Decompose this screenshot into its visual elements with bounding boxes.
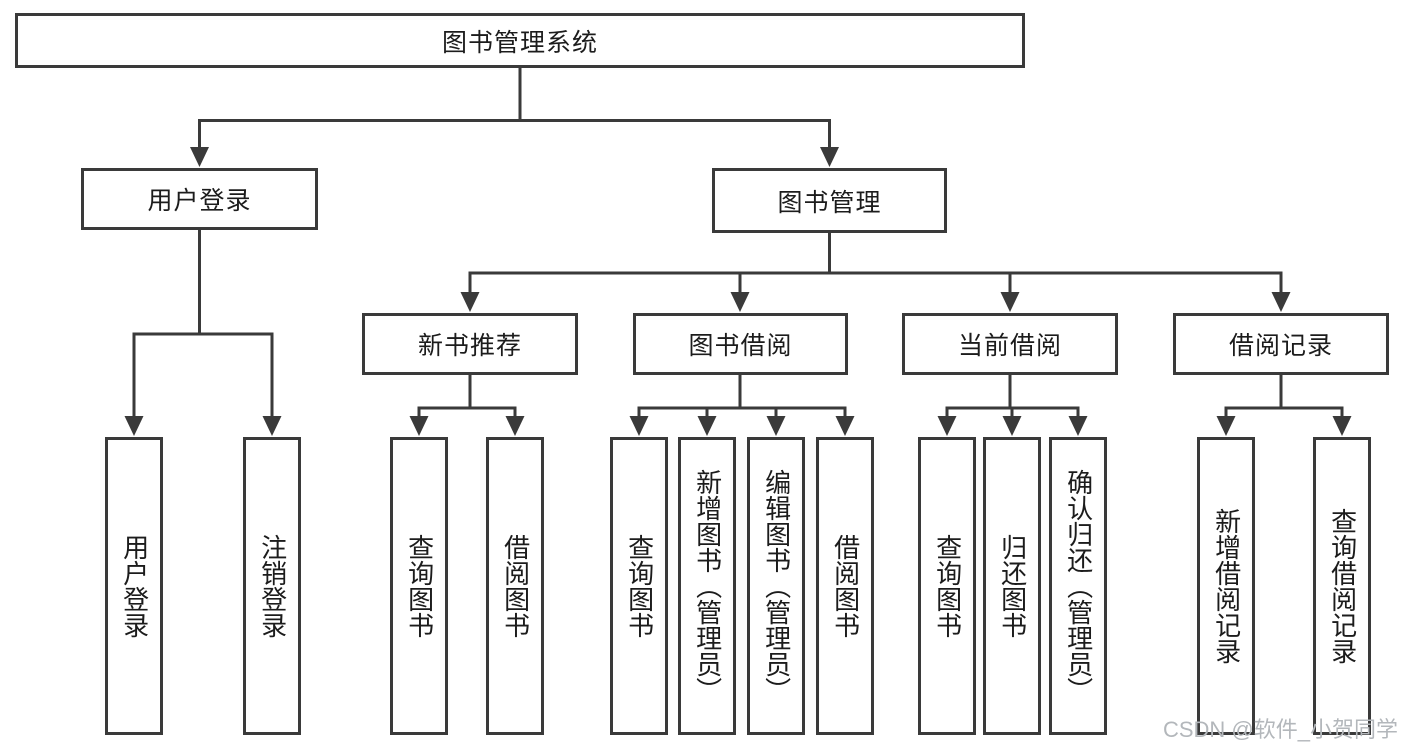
node-book-management: 图书管理 — [712, 168, 947, 233]
node-label: 当前借阅 — [957, 332, 1062, 360]
leaf-logout-login: 注销登录 — [243, 437, 301, 735]
leaf-add-books-admin: 新增图书（管理员） — [678, 437, 736, 735]
leaf-label: 新增借阅记录 — [1211, 508, 1242, 664]
leaf-label: 注销登录 — [257, 534, 288, 638]
leaf-label: 查询图书 — [404, 534, 435, 638]
leaf-confirm-return-admin: 确认归还（管理员） — [1049, 437, 1107, 735]
node-borrow-records: 借阅记录 — [1173, 313, 1389, 375]
leaf-query-books-3: 查询图书 — [918, 437, 976, 735]
leaf-borrow-books-2: 借阅图书 — [816, 437, 874, 735]
leaf-label: 查询图书 — [624, 534, 655, 638]
leaf-label: 归还图书 — [997, 534, 1028, 638]
leaf-query-borrow-record: 查询借阅记录 — [1313, 437, 1371, 735]
node-label: 新书推荐 — [417, 332, 522, 360]
leaf-label: 借阅图书 — [830, 534, 861, 638]
leaf-label: 借阅图书 — [500, 534, 531, 638]
node-user-login: 用户登录 — [81, 168, 318, 230]
node-current-borrowing: 当前借阅 — [902, 313, 1118, 375]
leaf-label: 查询图书 — [932, 534, 963, 638]
leaf-edit-books-admin: 编辑图书（管理员） — [747, 437, 805, 735]
leaf-query-books-2: 查询图书 — [610, 437, 668, 735]
leaf-user-login: 用户登录 — [105, 437, 163, 735]
node-label: 用户登录 — [147, 187, 252, 215]
leaf-borrow-books-1: 借阅图书 — [486, 437, 544, 735]
node-book-borrowing: 图书借阅 — [633, 313, 848, 375]
leaf-label: 新增图书（管理员） — [692, 469, 723, 703]
leaf-label: 查询借阅记录 — [1327, 508, 1358, 664]
node-new-book-recommend: 新书推荐 — [362, 313, 578, 375]
node-label: 借阅记录 — [1228, 332, 1333, 360]
node-label: 图书借阅 — [688, 332, 793, 360]
leaf-return-books: 归还图书 — [983, 437, 1041, 735]
watermark: CSDN @软件_小贺同学 — [1162, 717, 1398, 742]
leaf-query-books-1: 查询图书 — [390, 437, 448, 735]
node-label: 图书管理系统 — [441, 28, 598, 57]
node-library-system: 图书管理系统 — [15, 13, 1025, 68]
leaf-label: 确认归还（管理员） — [1063, 469, 1094, 703]
leaf-label: 编辑图书（管理员） — [761, 469, 792, 703]
node-label: 图书管理 — [777, 188, 882, 217]
leaf-label: 用户登录 — [119, 534, 150, 638]
leaf-add-borrow-record: 新增借阅记录 — [1197, 437, 1255, 735]
